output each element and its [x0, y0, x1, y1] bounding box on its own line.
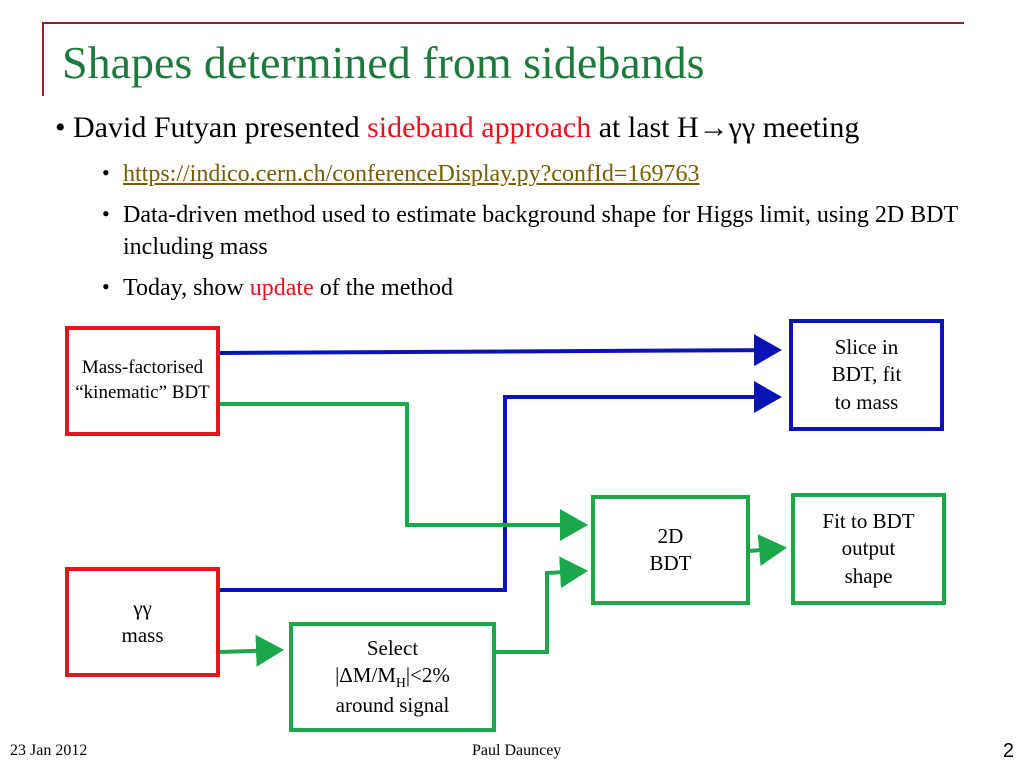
slice-fit-box: Slice in BDT, fit to mass [789, 319, 944, 431]
fit-line3: shape [844, 563, 893, 588]
update-highlight: update [249, 275, 314, 301]
arrow-2dbdt-to-fit [748, 534, 787, 567]
footer-date: 23 Jan 2012 [10, 742, 88, 759]
slide-frame-left-rule [42, 22, 44, 96]
fit-bdt-output-box: Fit to BDT output shape [791, 493, 946, 605]
select-line2: |ΔM/MH|<2% [335, 663, 450, 691]
gg-mass-box: γγ mass [65, 567, 220, 677]
bullet-dot: • [55, 111, 66, 144]
mass-word: mass [121, 623, 164, 647]
select-line1: Select [366, 635, 419, 660]
subbullet-link: • https://indico.cern.ch/conferenceDispl… [102, 158, 699, 190]
mass-factorised-bdt-box: Mass-factorised “kinematic” BDT [65, 326, 220, 436]
today-prefix: Today, show [123, 275, 250, 301]
subbullet-dot: • [102, 160, 110, 185]
arrow-select-to-2dbdt [495, 556, 588, 654]
arrow-bdt-to-2dbdt [219, 402, 588, 541]
fit-line2: output [841, 536, 896, 561]
footer-author: Paul Dauncey [472, 742, 562, 759]
sideband-approach-highlight: sideband approach [367, 111, 592, 144]
method-text: Data-driven method used to estimate back… [123, 202, 958, 261]
slice-line3: to mass [834, 389, 899, 414]
today-suffix: of the method [313, 275, 454, 301]
fit-line1: Fit to BDT [822, 509, 915, 534]
bullet-suffix: at last H→γγ meeting [591, 111, 860, 144]
slide-title: Shapes determined from sidebands [62, 37, 705, 88]
select-box: Select |ΔM/MH|<2% around signal [289, 622, 496, 732]
indico-link[interactable]: https://indico.cern.ch/conferenceDisplay… [123, 161, 700, 187]
2d-bdt-box: 2D BDT [591, 495, 750, 605]
select-line3: around signal [335, 692, 450, 717]
slice-line2: BDT, fit [831, 362, 902, 387]
2d-bdt-line2: BDT [649, 551, 692, 575]
arrow-mass-to-slice [219, 381, 782, 592]
slide-frame-top-rule [42, 22, 964, 24]
2d-bdt-line1: 2D [657, 523, 684, 548]
arrow-mass-to-select [218, 634, 284, 667]
arrow-bdt-to-slice [218, 334, 782, 367]
subbullet-dot: • [102, 274, 110, 299]
subbullet-dot: • [102, 201, 110, 226]
slice-line1: Slice in [834, 335, 899, 360]
subbullet-method: • Data-driven method used to estimate ba… [102, 199, 962, 264]
bullet-prefix: David Futyan presented [73, 111, 368, 144]
mass-factorised-bdt-label: Mass-factorised “kinematic” BDT [75, 357, 210, 403]
bullet-david-futyan: • David Futyan presented sideband approa… [55, 110, 859, 146]
subbullet-today: • Today, show update of the method [102, 272, 453, 304]
page-number: 2 [1002, 740, 1014, 762]
gg-symbol: γγ [133, 595, 152, 620]
